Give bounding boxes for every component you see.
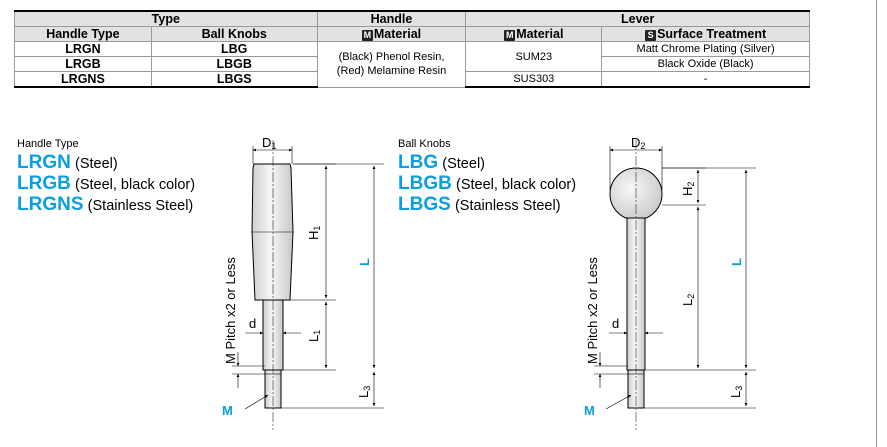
dim-l3: L3 [356,386,372,398]
header-text: Material [516,27,564,41]
pitch-label: M Pitch x2 or Less [223,257,238,364]
lrgns-line: LRGNS (Stainless Steel) [17,195,193,216]
ball-knob-dimensions [594,146,756,410]
group-handle: Handle [316,10,467,27]
cell-handle-type: LRGNS [14,71,152,88]
part-code: LBGB [398,173,452,194]
dim-d2: D2 [631,135,645,151]
part-desc: (Steel, black color) [75,177,196,193]
table-row: LRGNS LBGS SUS303 - [14,71,810,88]
dim-l1: L1 [306,330,322,342]
cell-surface: Black Oxide (Black) [601,56,810,72]
pitch-label: M Pitch x2 or Less [585,257,600,364]
lrgb-line: LRGB (Steel, black color) [17,174,195,195]
material-badge: M [504,30,516,41]
group-type: Type [14,10,318,27]
part-code: LBGS [398,194,451,215]
dim-l: L [357,258,372,266]
dim-d: d [612,316,619,331]
cell-ball-knobs: LBGB [150,56,318,72]
dim-m: M [584,403,595,418]
cell-lever-material-stainless: SUS303 [465,71,603,88]
dim-l2: L2 [680,294,696,306]
ball-knob-dimension-labels: D2 H2 L2 L L3 d M Pitch x2 or Less M [584,135,744,418]
ball-knob-drawing [609,140,663,430]
lbgs-line: LBGS (Stainless Steel) [398,195,561,216]
cell-handle-type: LRGB [14,56,152,72]
dim-l3: L3 [728,386,744,398]
material-badge: M [361,30,373,41]
handle-dimension-labels: D1 H1 L1 L L3 d M Pitch x2 or Less M [222,135,372,418]
part-code: LRGN [17,152,71,173]
dim-h2: H2 [680,182,696,196]
lbgb-line: LBGB (Steel, black color) [398,174,576,195]
cell-handle-material: (Black) Phenol Resin, (Red) Melamine Res… [316,41,467,88]
lrgn-line: LRGN (Steel) [17,153,118,174]
spec-table: Type Handle Lever Handle Type Ball Knobs… [14,10,810,88]
part-desc: (Steel, black color) [456,177,577,193]
part-desc: (Stainless Steel) [87,198,194,214]
handle-type-caption: Handle Type [17,138,79,150]
part-desc: (Stainless Steel) [454,198,561,214]
surface-badge: S [645,30,657,41]
group-lever: Lever [465,10,810,27]
part-code: LRGB [17,173,71,194]
lbg-line: LBG (Steel) [398,153,485,174]
right-page-border [876,0,887,447]
dim-h1: H1 [306,226,322,240]
table-row: LRGB LBGB Black Oxide (Black) [14,56,810,72]
cell-surface: - [601,71,810,88]
dim-l: L [729,258,744,266]
table-row: LRGN LBG (Black) Phenol Resin, (Red) Mel… [14,41,810,88]
cell-lever-material-steel: SUM23 [465,41,603,72]
dim-m: M [222,403,233,418]
part-desc: (Steel) [442,156,485,172]
dim-d: d [249,316,256,331]
cell-ball-knobs: LBGS [150,71,318,88]
header-text: Surface Treatment [657,27,767,41]
header-ball-knobs: Ball Knobs [150,26,318,42]
handle-dimensions [232,146,384,410]
ball-knobs-caption: Ball Knobs [398,138,451,150]
header-text: Material [373,27,422,41]
handle-drawing [251,140,294,430]
part-code: LRGNS [17,194,84,215]
part-code: LBG [398,152,439,173]
part-desc: (Steel) [75,156,118,172]
header-handle-type: Handle Type [14,26,152,42]
dim-d1: D1 [262,135,276,151]
